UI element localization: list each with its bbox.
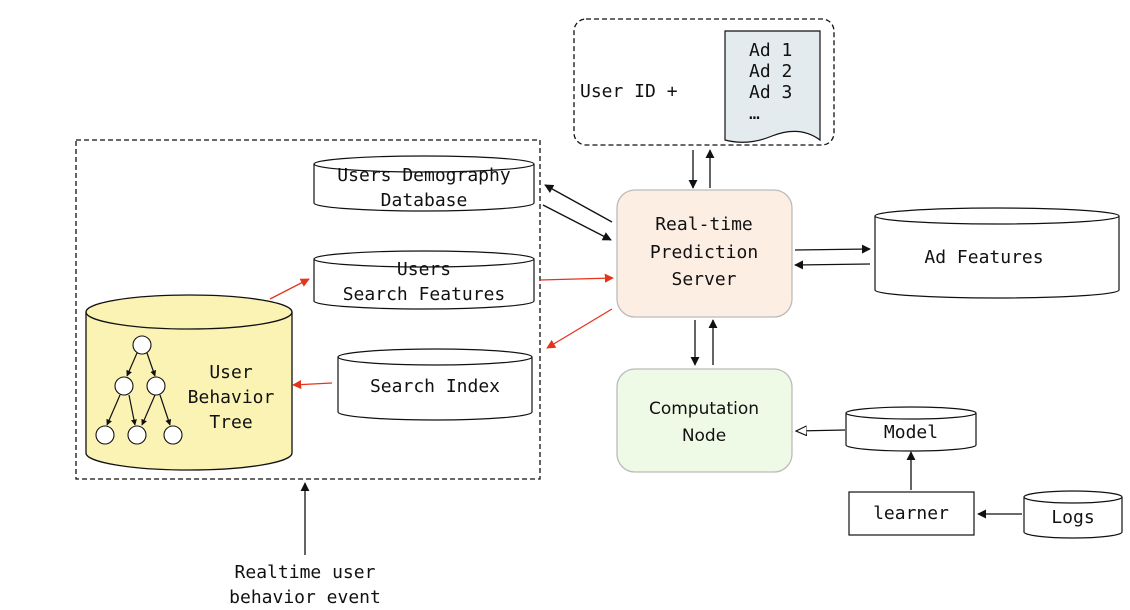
prediction-server-box[interactable]: Real-time Prediction Server [616, 189, 793, 318]
learner-label: learner [873, 503, 949, 524]
user-behavior-tree-label-line2: Behavior [188, 387, 275, 408]
users-search-features-label-line2: Search Features [343, 284, 506, 305]
arrow-search-index-to-tree [292, 380, 333, 390]
arrow-server-to-demography [544, 184, 613, 223]
user-data-container [75, 139, 541, 480]
event-label-line1: Realtime user [235, 562, 376, 583]
arrow-model-to-computation [796, 430, 846, 431]
logs-label: Logs [1051, 507, 1094, 528]
event-label-line2: behavior event [229, 587, 381, 608]
search-index-cylinder[interactable]: Search Index [337, 348, 533, 421]
arrow-server-to-ad-features [794, 244, 871, 254]
users-demography-db-label-line1: Users Demography [337, 165, 511, 186]
arrow-search-features-to-server [539, 273, 614, 283]
ad-features-label: Ad Features [924, 247, 1043, 268]
arrow-demography-to-server [542, 204, 612, 241]
computation-node-label-line1: Computation [649, 399, 759, 419]
request-prefix: User ID + [580, 81, 678, 102]
users-search-features-label-line1: Users [397, 259, 451, 280]
ad-item-2: Ad 2 [749, 61, 792, 82]
ad-features-cylinder[interactable]: Ad Features [874, 207, 1120, 299]
arrow-server-to-search-index [546, 308, 613, 349]
computation-node-box[interactable]: Computation Node [616, 368, 793, 473]
prediction-server-label-line2: Prediction [650, 242, 758, 263]
ad-item-3: Ad 3 [749, 82, 792, 103]
arrow-ad-features-to-server [794, 260, 871, 270]
ad-item-more: … [749, 103, 760, 124]
users-search-features-cylinder[interactable]: Users Search Features [313, 250, 535, 310]
tree-graph-icon [95, 335, 183, 445]
prediction-server-label-line3: Server [671, 269, 736, 290]
users-demography-db-cylinder[interactable]: Users Demography Database [313, 155, 535, 212]
learner-box[interactable]: learner [848, 491, 975, 536]
model-label: Model [884, 422, 938, 443]
users-demography-db-label-line2: Database [381, 190, 468, 211]
user-behavior-tree-cylinder[interactable]: User Behavior Tree [85, 294, 293, 471]
request-container [573, 18, 835, 146]
search-index-label: Search Index [370, 376, 500, 397]
ad-item-1: Ad 1 [749, 40, 792, 61]
user-behavior-tree-label-line1: User [209, 362, 253, 383]
ad-list-document[interactable]: Ad 1 Ad 2 Ad 3 … [724, 30, 821, 143]
model-cylinder[interactable]: Model [845, 406, 977, 452]
logs-cylinder[interactable]: Logs [1023, 490, 1123, 539]
user-behavior-tree-label-line3: Tree [209, 412, 252, 433]
arrow-tree-to-search-features [269, 278, 310, 300]
prediction-server-label-line1: Real-time [655, 214, 753, 235]
computation-node-label-line2: Node [682, 426, 726, 446]
